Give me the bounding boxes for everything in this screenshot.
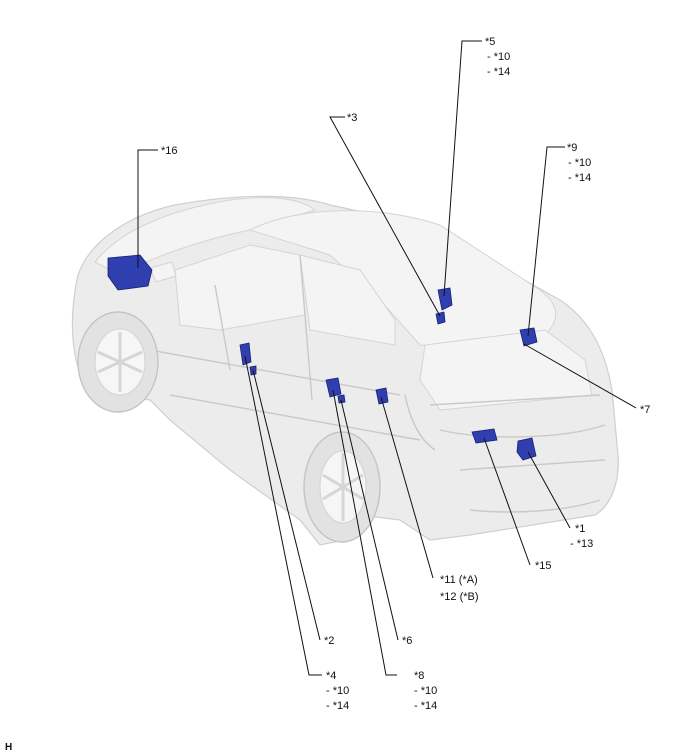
- part-15-tailgate-unit: [471, 428, 498, 444]
- callout-2: *2: [324, 635, 334, 647]
- callout-4: *4 - *10 - *14: [326, 670, 352, 712]
- leader-5: [443, 40, 482, 297]
- callout-16: *16: [161, 145, 178, 157]
- part-5-overhead-unit: [437, 287, 453, 311]
- part-16-engine-room-unit: [107, 254, 153, 291]
- leader-3: [329, 116, 441, 317]
- callout-3: *3: [347, 112, 357, 124]
- callout-7: *7: [640, 404, 650, 416]
- part-9-rear-unit: [519, 327, 538, 347]
- vehicle-illustration: [71, 195, 619, 546]
- callout-11-12: *11 (*A) *12 (*B): [440, 574, 481, 603]
- callout-5: *5 - *10 - *14: [485, 36, 513, 78]
- leader-6: [340, 399, 399, 641]
- callout-labels: *16 *3 *5 - *10 - *14 *9 - *10 - *14 *7 …: [5, 36, 650, 753]
- callout-15: *15: [535, 560, 552, 572]
- callout-6: *6: [402, 635, 412, 647]
- leader-4: [244, 355, 322, 676]
- leader-15: [483, 437, 531, 566]
- callout-1: *1 - *13: [570, 523, 593, 550]
- part-6-rear-door-small: [337, 394, 346, 404]
- leader-8: [332, 389, 397, 676]
- leader-1: [527, 451, 571, 529]
- callout-8: *8 - *10 - *14: [414, 670, 440, 712]
- leader-16: [137, 149, 158, 268]
- part-3-small-part: [435, 311, 446, 325]
- leader-2: [252, 369, 321, 641]
- leader-11: [380, 396, 434, 579]
- corner-label: H: [5, 742, 12, 753]
- component-parts: [107, 254, 538, 461]
- part-1-rear-lock: [516, 437, 537, 461]
- part-11-quarter-unit: [375, 387, 389, 405]
- leader-lines: [137, 40, 637, 676]
- leader-9: [527, 146, 565, 337]
- leader-7: [523, 343, 637, 409]
- callout-9: *9 - *10 - *14: [567, 142, 594, 184]
- part-4-front-door-handle: [239, 342, 252, 366]
- part-8-rear-door-handle: [325, 377, 342, 398]
